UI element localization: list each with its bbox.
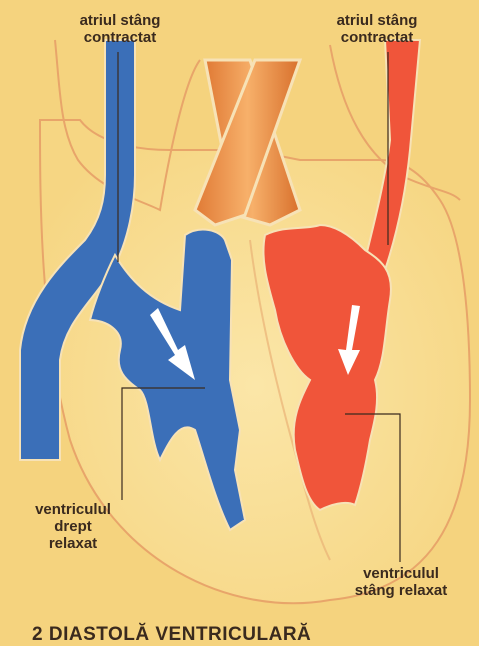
label-right-atrium: atriul stâng contractat [60,12,180,46]
label-right-ventricle: ventriculul drept relaxat [18,501,128,552]
label-left-ventricle: ventriculul stâng relaxat [336,565,466,599]
label-left-atrium: atriul stâng contractat [312,12,442,46]
figure-caption: 2 DIASTOLĂ VENTRICULARĂ [32,624,311,646]
